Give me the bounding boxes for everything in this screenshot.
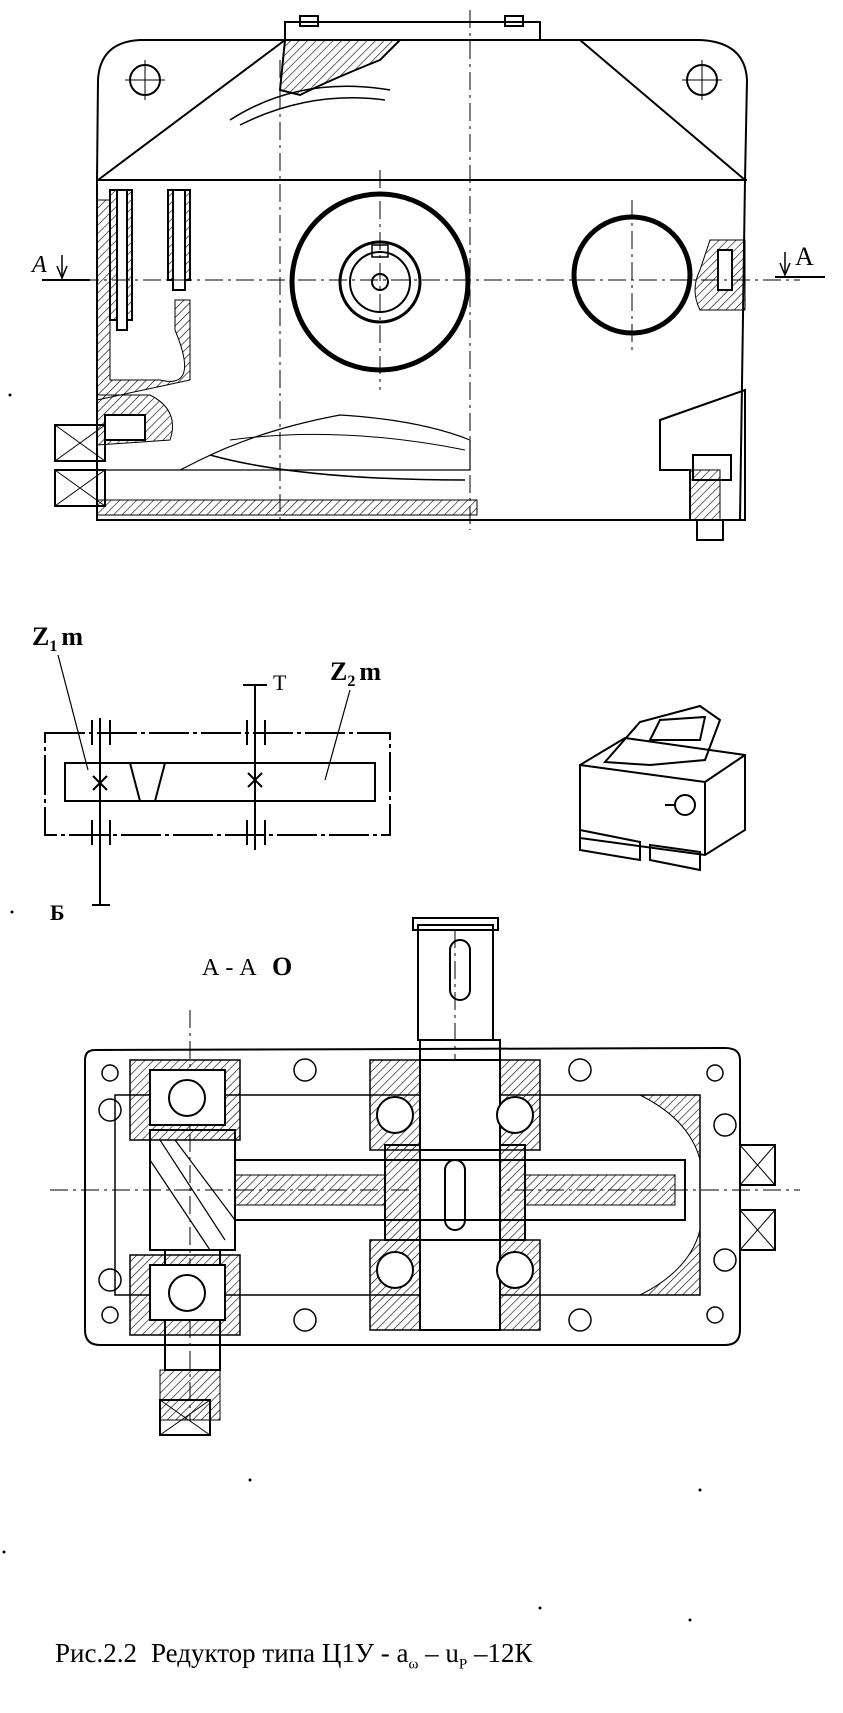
z2-m: m [359, 657, 381, 686]
caption-tail: –12К [467, 1638, 533, 1668]
kinematic-scheme [44, 654, 391, 906]
stray-marks [2, 393, 702, 1622]
section-mark-right: А [795, 242, 814, 271]
z1-sub: 1 [49, 638, 57, 655]
isometric-view [579, 704, 746, 872]
front-view [54, 15, 749, 541]
figure-caption: Рис.2.2 Редуктор типа Ц1У - aω – uР –12К [55, 1638, 532, 1673]
section-label: А - А [202, 955, 257, 981]
b-label: Б [50, 900, 65, 925]
z2-label: Z [330, 657, 347, 686]
section-arrow-right: А [775, 242, 825, 278]
figure-number: Рис.2.2 [55, 1638, 137, 1668]
z2-sub: 2 [347, 673, 355, 690]
z1-m: m [61, 622, 83, 651]
svg-text:Z1m: Z1m [32, 622, 83, 655]
caption-sub-p: Р [458, 1656, 468, 1673]
caption-mid: – u [418, 1638, 459, 1668]
section-arrow-left: А [30, 252, 90, 281]
section-title: А - А О [202, 952, 292, 981]
section-a-a [84, 917, 776, 1436]
t-label: Т [273, 670, 287, 695]
svg-text:Z2m: Z2m [330, 657, 381, 690]
section-symbol: О [272, 952, 292, 981]
section-mark-left: А [30, 252, 47, 278]
figure-title: Редуктор типа Ц1У - a [150, 1638, 409, 1668]
caption-sub-omega: ω [408, 1656, 419, 1673]
z1-label: Z [32, 622, 49, 651]
